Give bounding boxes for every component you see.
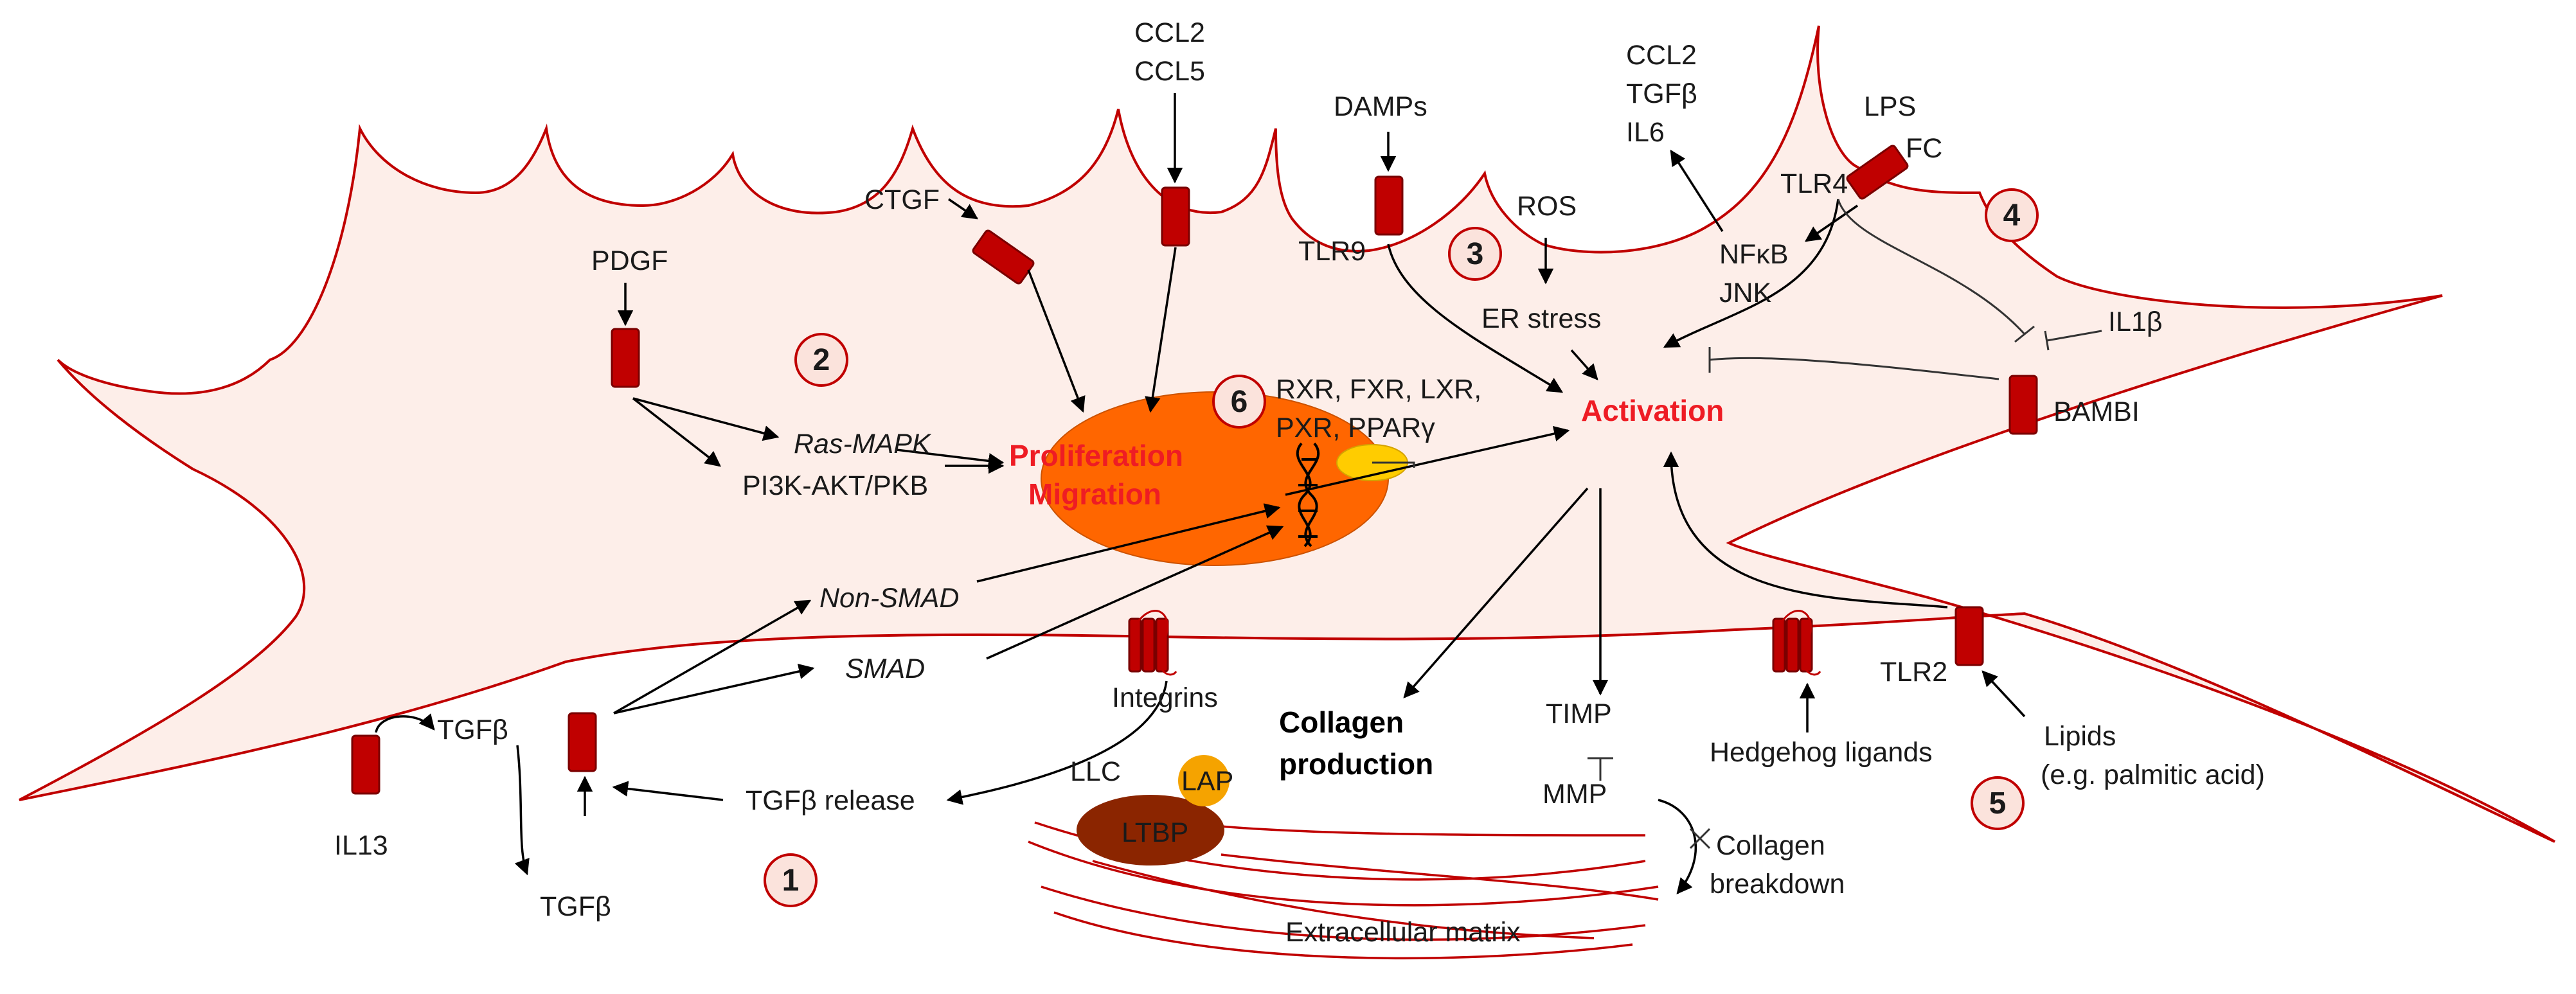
label-ltbp: LTBP (1122, 817, 1188, 848)
step-3: 3 (1448, 227, 1502, 281)
label-collagen-breakdown-1: Collagen (1716, 830, 1825, 861)
label-tgfb-top: TGFβ (1626, 78, 1697, 109)
label-tlr4: TLR4 (1780, 168, 1848, 199)
label-nuclear-receptors-2: PXR, PPARγ (1276, 413, 1435, 443)
label-tlr9: TLR9 (1298, 236, 1366, 267)
label-pdgf: PDGF (591, 245, 668, 276)
label-ccl2-a: CCL2 (1134, 17, 1205, 48)
ltbp-shape (1077, 795, 1224, 865)
dna-helix-icon (1296, 442, 1320, 547)
tlr4-receptor (1846, 145, 1909, 200)
svg-text:4: 4 (2003, 199, 2021, 233)
lap-shape (1178, 755, 1230, 806)
label-tlr2: TLR2 (1880, 657, 1947, 688)
label-lps: LPS (1864, 91, 1916, 122)
label-ras-mapk: Ras-MAPK (794, 429, 932, 459)
ctgf-receptor (972, 229, 1035, 285)
integrins-receptor (1128, 610, 1177, 676)
label-smad: SMAD (845, 653, 925, 684)
signal-arrows (375, 93, 2102, 894)
label-activation: Activation (1581, 394, 1724, 427)
label-il1b: IL1β (2108, 306, 2163, 337)
bambi-receptor (2008, 375, 2038, 435)
label-integrins: Integrins (1112, 682, 1218, 713)
label-er-stress: ER stress (1481, 303, 1601, 334)
label-migration: Migration (1028, 477, 1161, 511)
label-non-smad: Non-SMAD (819, 583, 959, 614)
step-2: 2 (794, 333, 848, 387)
step-5: 5 (1971, 776, 2025, 830)
label-collagen-production-1: Collagen (1279, 706, 1404, 739)
label-lipids-1: Lipids (2044, 721, 2116, 752)
label-ctgf: CTGF (864, 184, 940, 215)
label-pi3k: PI3K-AKT/PKB (742, 470, 928, 501)
tlr9-receptor (1374, 175, 1404, 236)
step-1: 1 (764, 853, 818, 907)
label-tgfb-left: TGFβ (437, 714, 508, 745)
label-lap: LAP (1181, 766, 1233, 797)
label-extracellular-matrix: Extracellular matrix (1285, 917, 1521, 948)
tgfb-receptor (568, 712, 597, 772)
label-damps: DAMPs (1334, 91, 1427, 122)
tlr2-receptor (1954, 606, 1984, 666)
il13-receptor (351, 734, 380, 795)
label-ros: ROS (1517, 191, 1577, 222)
labels: PDGF CTGF CCL2 CCL5 DAMPs TLR9 ROS ER st… (334, 17, 2265, 948)
svg-text:3: 3 (1467, 237, 1484, 271)
label-mmp: MMP (1543, 779, 1607, 810)
label-lipids-2: (e.g. palmitic acid) (2041, 759, 2265, 790)
step-4: 4 (1985, 188, 2039, 242)
pdgf-receptor (611, 328, 640, 388)
label-collagen-breakdown-2: breakdown (1710, 869, 1845, 900)
svg-text:2: 2 (813, 343, 830, 377)
label-il13: IL13 (334, 830, 388, 861)
hedgehog-receptor (1772, 610, 1821, 676)
step-6: 6 (1212, 375, 1266, 429)
label-ccl5: CCL5 (1134, 56, 1205, 87)
svg-text:5: 5 (1989, 786, 2007, 821)
label-nuclear-receptors-1: RXR, FXR, LXR, (1276, 374, 1481, 405)
label-nfkb: NFκB (1719, 239, 1789, 270)
label-proliferation: Proliferation (1009, 439, 1183, 472)
label-fc: FC (1906, 133, 1942, 164)
label-timp: TIMP (1546, 698, 1612, 729)
label-tgfb-release: TGFβ release (746, 785, 915, 816)
label-collagen-production-2: production (1279, 747, 1433, 781)
ccl-receptor (1161, 186, 1190, 247)
label-tgfb-bottom: TGFβ (540, 891, 611, 922)
label-il6: IL6 (1626, 117, 1665, 148)
svg-text:6: 6 (1231, 385, 1248, 419)
step-markers: 1 2 3 4 5 6 (764, 188, 2039, 907)
receptors (351, 145, 2038, 795)
label-llc: LLC (1070, 756, 1121, 787)
label-ccl2-b: CCL2 (1626, 40, 1697, 71)
label-hedgehog: Hedgehog ligands (1710, 737, 1933, 768)
svg-text:1: 1 (782, 864, 800, 898)
label-bambi: BAMBI (2053, 396, 2140, 427)
label-jnk: JNK (1719, 278, 1772, 308)
